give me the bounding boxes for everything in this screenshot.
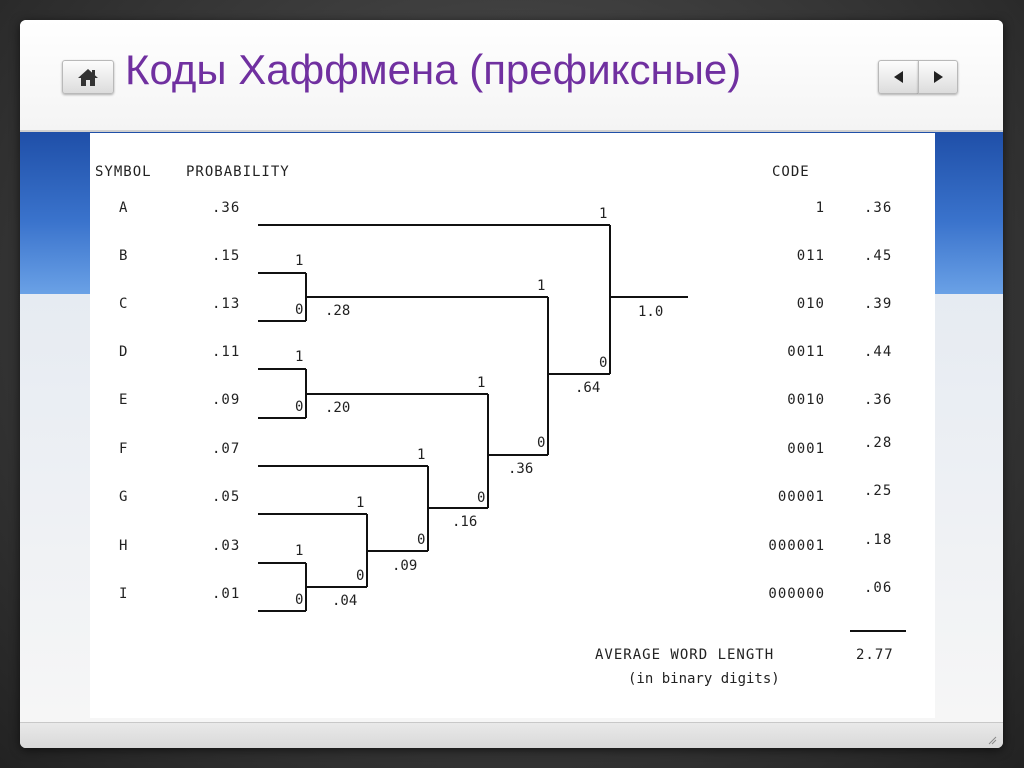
branch-0-de: 0 xyxy=(295,399,303,415)
contrib-b: .45 xyxy=(864,248,892,264)
sum-20: .20 xyxy=(325,400,350,416)
home-button[interactable] xyxy=(62,60,114,94)
code-i: 000000 xyxy=(768,586,825,602)
next-slide-button[interactable] xyxy=(918,60,958,94)
huffman-tree-svg: SYMBOL PROBABILITY CODE A .36 1 .36 B .1… xyxy=(95,164,906,687)
header-probability: PROBABILITY xyxy=(186,164,290,180)
symbol-e: E xyxy=(119,392,128,408)
header-symbol: SYMBOL xyxy=(95,164,152,180)
arrow-right-icon xyxy=(934,71,943,83)
contrib-i: .06 xyxy=(864,580,892,596)
branch-0-g-node: 0 xyxy=(417,532,425,548)
prob-i: .01 xyxy=(212,586,240,602)
code-c: 010 xyxy=(797,296,825,312)
code-e: 0010 xyxy=(787,392,825,408)
sum-09: .09 xyxy=(392,558,417,574)
tree-edges xyxy=(258,224,688,612)
code-d: 0011 xyxy=(787,344,825,360)
average-note: (in binary digits) xyxy=(628,671,780,687)
branch-1-hi: 1 xyxy=(295,543,303,559)
resize-grip-icon[interactable] xyxy=(987,735,997,745)
slide-title: Коды Хаффмена (префиксные) xyxy=(125,46,742,93)
code-f: 0001 xyxy=(787,441,825,457)
code-h: 000001 xyxy=(768,538,825,554)
symbol-a: A xyxy=(119,200,128,216)
prob-b: .15 xyxy=(212,248,240,264)
prob-g: .05 xyxy=(212,489,240,505)
slide-header xyxy=(20,20,1003,132)
header-divider xyxy=(20,130,1003,132)
contrib-f: .28 xyxy=(864,435,892,451)
average-value: 2.77 xyxy=(856,647,894,663)
sum-root: 1.0 xyxy=(638,304,663,320)
branch-0-hi-node: 0 xyxy=(356,568,364,584)
symbol-g: G xyxy=(119,489,128,505)
prob-h: .03 xyxy=(212,538,240,554)
contrib-g: .25 xyxy=(864,483,892,499)
prev-slide-button[interactable] xyxy=(878,60,918,94)
contrib-h: .18 xyxy=(864,532,892,548)
sum-28: .28 xyxy=(325,303,350,319)
symbol-c: C xyxy=(119,296,128,312)
arrow-left-icon xyxy=(893,71,903,83)
branch-1-de-node: 1 xyxy=(477,375,485,391)
symbol-f: F xyxy=(119,441,128,457)
symbol-d: D xyxy=(119,344,128,360)
branch-1-de: 1 xyxy=(295,349,303,365)
slide: Коды Хаффмена (префиксные) SYMBOL PROBAB… xyxy=(20,20,1003,748)
branch-0-bc: 0 xyxy=(295,302,303,318)
prob-a: .36 xyxy=(212,200,240,216)
average-label: AVERAGE WORD LENGTH xyxy=(595,647,774,663)
contrib-e: .36 xyxy=(864,392,892,408)
sum-36: .36 xyxy=(508,461,533,477)
code-a: 1 xyxy=(816,200,825,216)
prob-c: .13 xyxy=(212,296,240,312)
branch-1-g: 1 xyxy=(356,495,364,511)
branch-1-a: 1 xyxy=(599,206,607,222)
branch-1-bc: 1 xyxy=(295,253,303,269)
branch-0-de-node: 0 xyxy=(537,435,545,451)
code-b: 011 xyxy=(797,248,825,264)
sum-04: .04 xyxy=(332,593,357,609)
branch-1-bc-node: 1 xyxy=(537,278,545,294)
branch-0-bc-node: 0 xyxy=(599,355,607,371)
branch-0-hi: 0 xyxy=(295,592,303,608)
prob-d: .11 xyxy=(212,344,240,360)
huffman-diagram: SYMBOL PROBABILITY CODE A .36 1 .36 B .1… xyxy=(90,133,935,718)
slide-footer xyxy=(20,722,1003,748)
contrib-c: .39 xyxy=(864,296,892,312)
prob-e: .09 xyxy=(212,392,240,408)
symbol-i: I xyxy=(119,586,128,602)
symbol-b: B xyxy=(119,248,128,264)
contrib-d: .44 xyxy=(864,344,892,360)
sum-64: .64 xyxy=(575,380,600,396)
header-code: CODE xyxy=(772,164,810,180)
code-g: 00001 xyxy=(778,489,825,505)
home-icon xyxy=(78,69,98,86)
sum-16: .16 xyxy=(452,514,477,530)
branch-0-f-node: 0 xyxy=(477,490,485,506)
prob-f: .07 xyxy=(212,441,240,457)
branch-1-f: 1 xyxy=(417,447,425,463)
contrib-a: .36 xyxy=(864,200,892,216)
symbol-h: H xyxy=(119,538,128,554)
